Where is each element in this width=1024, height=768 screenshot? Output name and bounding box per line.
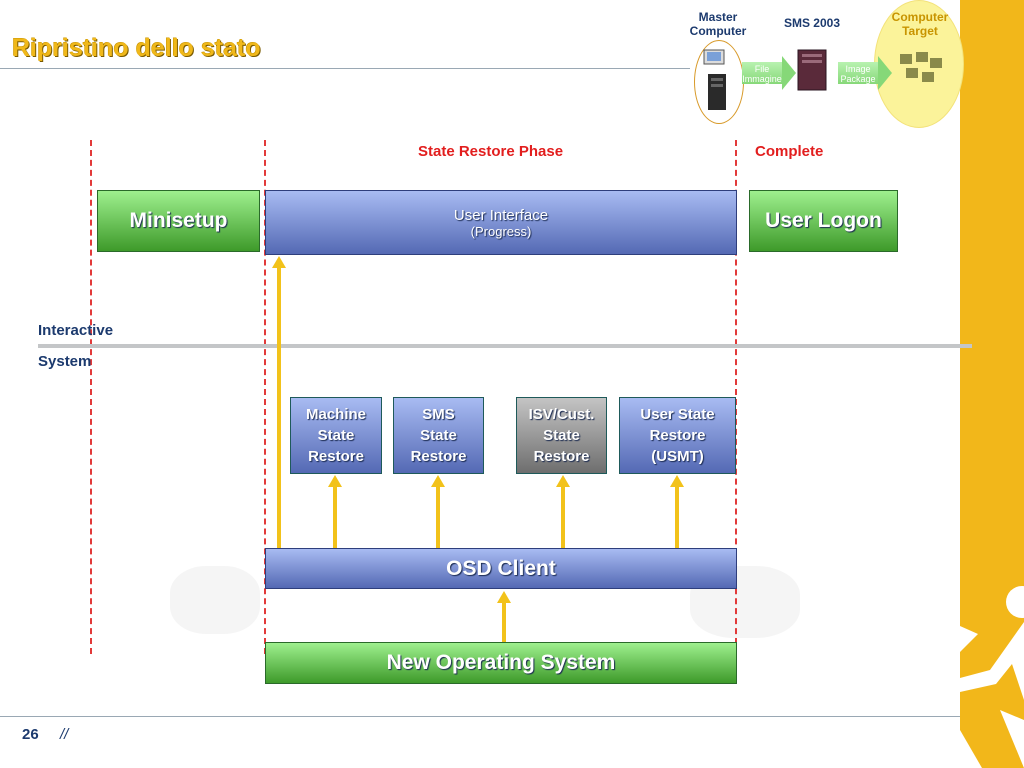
footer-rule — [0, 716, 960, 717]
phase-boundary-end — [735, 140, 737, 654]
restore-box-line: ISV/Cust. — [528, 406, 595, 423]
complete-label: Complete — [755, 143, 824, 160]
user-interface-box: User Interface (Progress) — [265, 190, 737, 255]
isv-arrow-shaft — [561, 486, 565, 548]
new-operating-system-label: New Operating System — [386, 651, 616, 674]
slide-title: Ripristino dello stato — [12, 34, 261, 62]
new-operating-system-box: New Operating System — [265, 642, 737, 684]
restore-box-line: Restore — [533, 448, 590, 465]
background-ghost-left — [170, 566, 260, 634]
user-logon-box: User Logon — [749, 190, 898, 252]
sms-state-restore-box: SMS State Restore — [393, 397, 484, 474]
machine-state-restore-box: Machine State Restore — [290, 397, 382, 474]
sms-arrow-head — [431, 475, 445, 487]
ui-arrow-head — [272, 256, 286, 268]
restore-box-line: State — [543, 427, 580, 444]
restore-box-line: Restore — [410, 448, 467, 465]
master-computer-icon — [703, 49, 726, 110]
osd-client-label: OSD Client — [446, 556, 556, 580]
isv-cust-state-restore-box: ISV/Cust. State Restore — [516, 397, 607, 474]
os-arrow-shaft — [502, 602, 506, 642]
footer-mark: // — [60, 726, 69, 743]
usmt-arrow-head — [670, 475, 684, 487]
minisetup-label: Minisetup — [129, 209, 228, 232]
restore-box-line: Restore — [649, 427, 706, 444]
osd-client-box: OSD Client — [265, 548, 737, 589]
user-state-restore-box: User State Restore (USMT) — [619, 397, 736, 474]
phase-boundary-start — [264, 140, 266, 654]
target-computers-icon — [900, 52, 942, 82]
image-package-arrow: Image Package — [838, 56, 892, 90]
interactive-label: Interactive — [38, 322, 114, 339]
phase-boundary-left — [90, 140, 92, 654]
user-interface-sublabel: (Progress) — [470, 224, 532, 239]
restore-box-line: Restore — [308, 448, 364, 465]
minisetup-box: Minisetup — [97, 190, 260, 252]
file-image-arrow: File Immagine — [742, 56, 796, 90]
restore-box-line: Machine — [305, 406, 366, 423]
sms-arrow-shaft — [436, 486, 440, 548]
restore-box-line: SMS — [422, 406, 455, 423]
restore-box-line: (USMT) — [651, 448, 704, 465]
machine-arrow-shaft — [333, 486, 337, 548]
ui-arrow-shaft — [277, 267, 281, 548]
interactive-system-divider — [38, 344, 972, 348]
restore-box-line: User State — [640, 406, 715, 423]
title-rule — [0, 68, 690, 69]
sms-label: SMS 2003 — [783, 16, 841, 30]
runner-figure-icon — [960, 586, 1024, 768]
restore-box-line: State — [317, 427, 355, 444]
system-label: System — [38, 353, 92, 370]
restore-box-line: State — [420, 427, 457, 444]
os-arrow-head — [497, 591, 511, 603]
user-logon-label: User Logon — [765, 209, 882, 232]
machine-arrow-head — [328, 475, 342, 487]
sms-server-icon — [797, 49, 827, 91]
master-computer-label: Master Computer — [689, 10, 747, 38]
usmt-arrow-shaft — [675, 486, 679, 548]
computer-target-label: Computer Target — [891, 10, 949, 38]
state-restore-phase-label: State Restore Phase — [418, 143, 564, 160]
isv-arrow-head — [556, 475, 570, 487]
page-number: 26 — [22, 726, 39, 743]
user-interface-label: User Interface — [453, 207, 549, 224]
